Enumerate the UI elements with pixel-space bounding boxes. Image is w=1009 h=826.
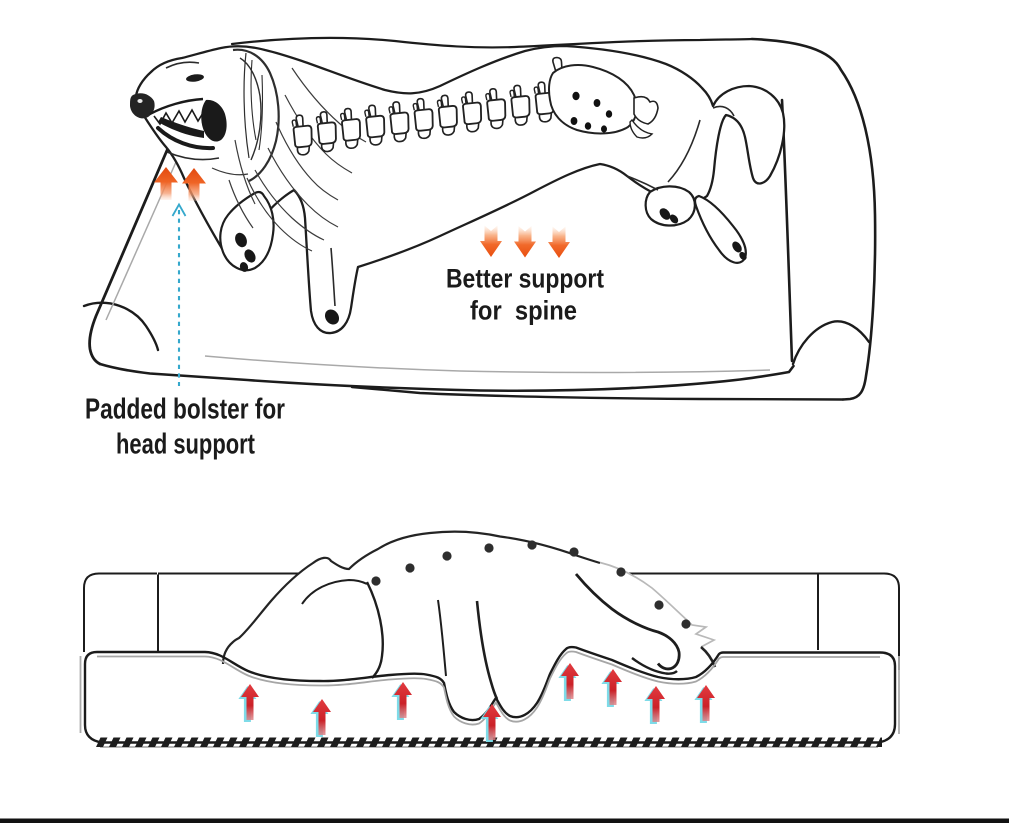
svg-text:for spine: for spine bbox=[470, 296, 577, 326]
svg-text:Better support: Better support bbox=[446, 264, 604, 294]
svg-text:head support: head support bbox=[116, 429, 255, 461]
svg-text:Padded bolster for: Padded bolster for bbox=[85, 394, 285, 426]
